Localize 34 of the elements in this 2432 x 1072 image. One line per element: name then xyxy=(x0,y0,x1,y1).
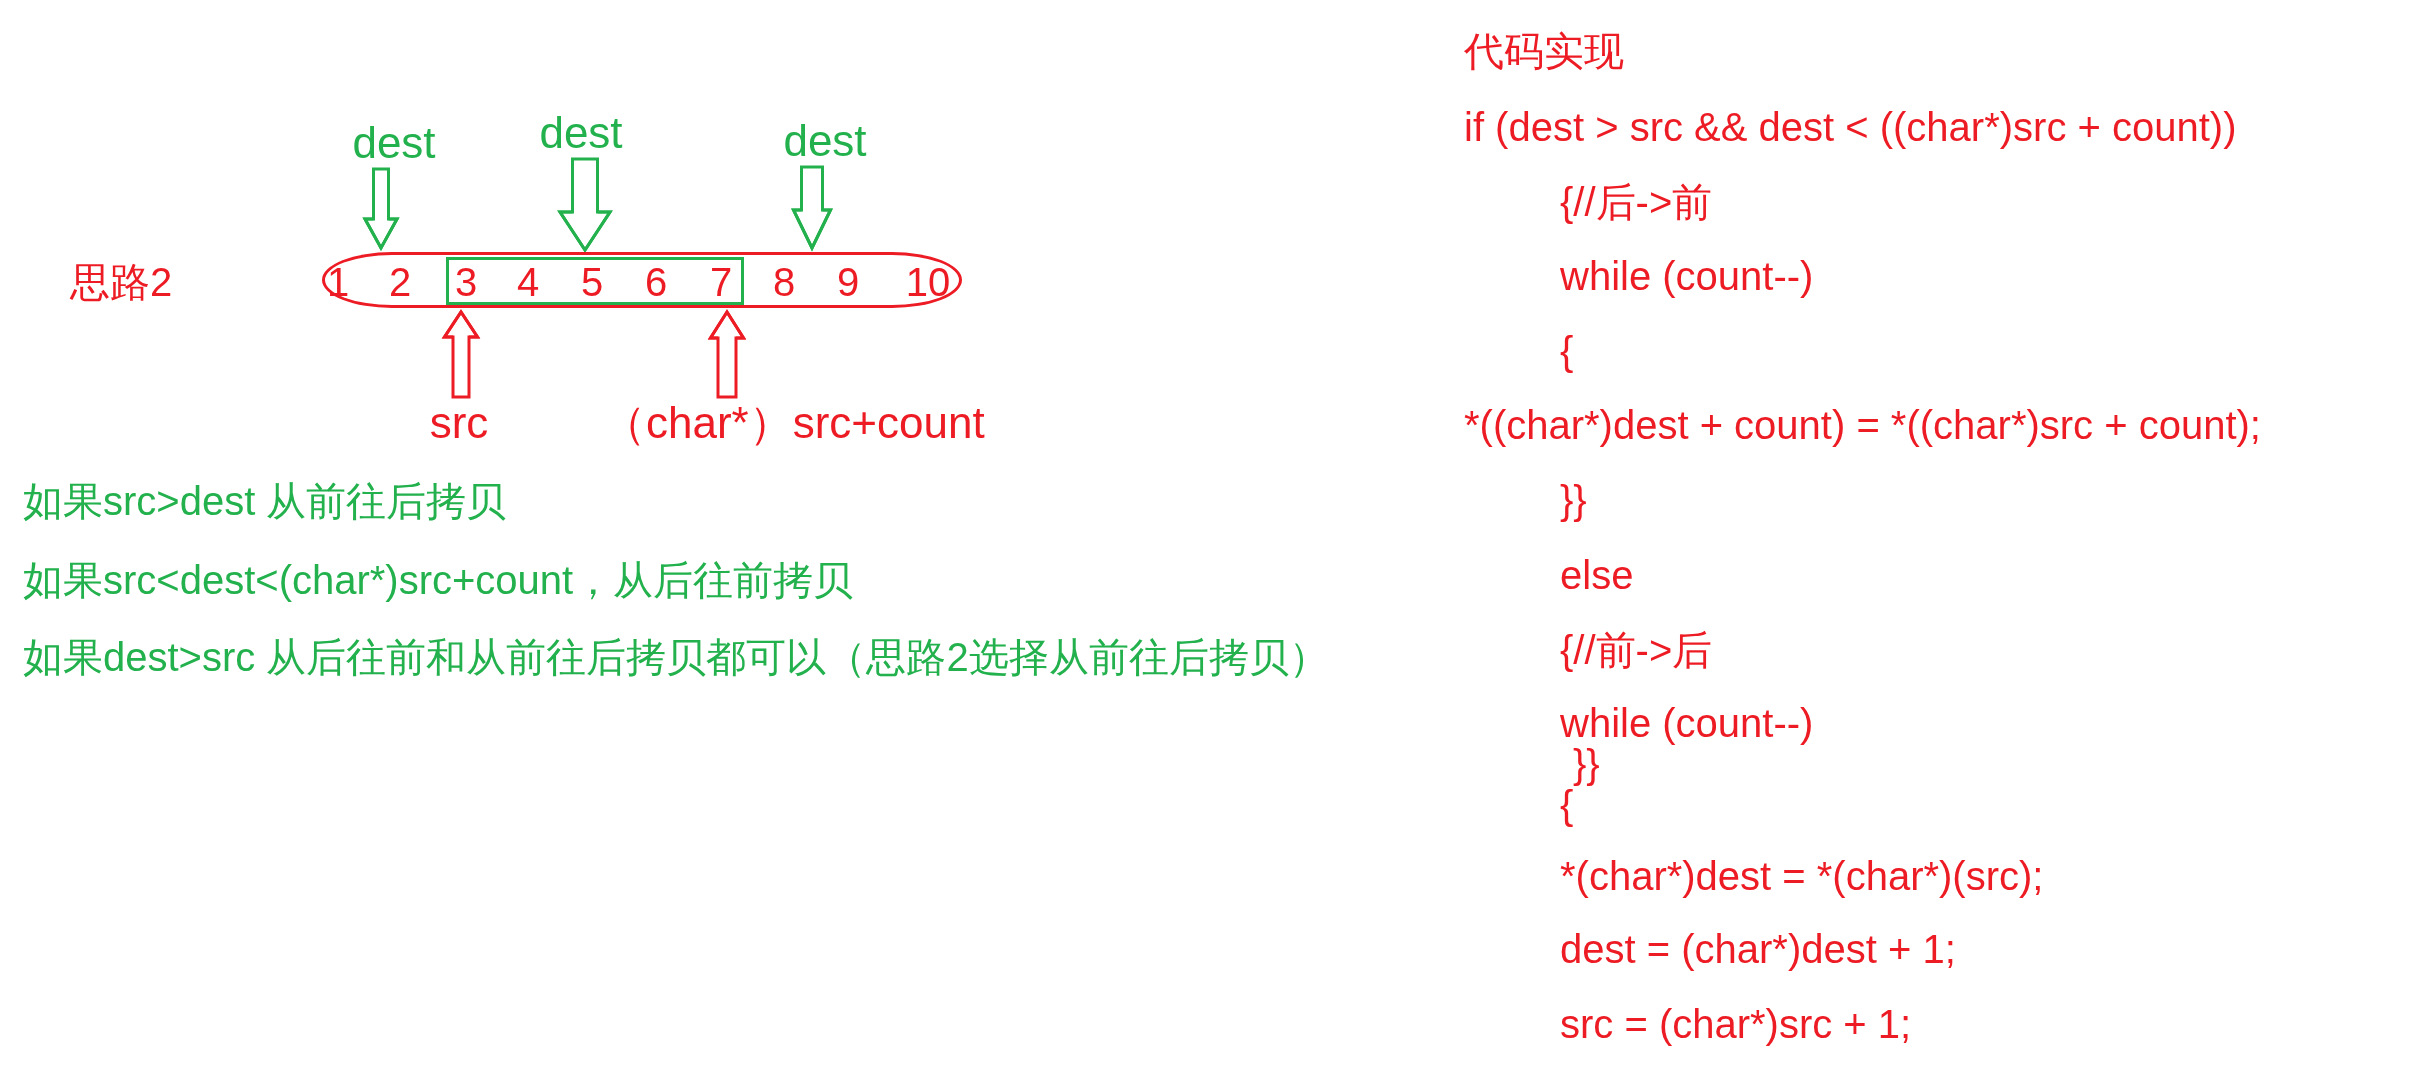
code-line: { xyxy=(1560,785,1574,825)
note-text: 如果dest>src 从后往前和从前往后拷贝都可以（思路2选择从前往后拷贝） xyxy=(23,637,1329,677)
pointer-label: dest xyxy=(783,119,867,163)
pointer-label: （char*）src+count xyxy=(602,401,985,445)
code-line: }} xyxy=(1560,480,1587,520)
code-line: *((char*)dest + count) = *((char*)src + count); xyxy=(1464,405,2261,445)
pointer-label: dest xyxy=(352,121,436,165)
array-value: 8 xyxy=(772,262,796,302)
code-line: src = (char*)src + 1; xyxy=(1560,1004,1912,1044)
note-text: 如果src<dest<(char*)src+count，从后往前拷贝 xyxy=(23,560,854,600)
array-value: 3 xyxy=(454,262,478,302)
array-value: 7 xyxy=(709,262,733,302)
code-line: }} xyxy=(1573,744,1600,784)
code-line: while (count--) xyxy=(1560,256,1814,296)
pointer-label: src xyxy=(429,401,489,445)
code-line: while (count--) xyxy=(1560,703,1814,743)
code-line: {//后->前 xyxy=(1560,182,1713,222)
array-value: 4 xyxy=(516,262,540,302)
range-box xyxy=(446,257,744,305)
code-line: else xyxy=(1560,555,1634,595)
code-line: {//前->后 xyxy=(1560,630,1713,670)
code-line: if (dest > src && dest < ((char*)src + count)) xyxy=(1464,107,2237,147)
array-value: 6 xyxy=(644,262,668,302)
array-value: 10 xyxy=(905,262,951,302)
array-value: 2 xyxy=(388,262,412,302)
code-line: dest = (char*)dest + 1; xyxy=(1560,929,1956,969)
code-line: *(char*)dest = *(char*)(src); xyxy=(1560,856,2044,896)
heading: 代码实现 xyxy=(1464,31,1624,71)
note-text: 如果src>dest 从前往后拷贝 xyxy=(23,481,507,521)
code-line: { xyxy=(1560,331,1574,371)
pointer-label: dest xyxy=(539,111,623,155)
array-value: 9 xyxy=(836,262,860,302)
array-value: 5 xyxy=(580,262,604,302)
heading: 思路2 xyxy=(70,262,173,302)
